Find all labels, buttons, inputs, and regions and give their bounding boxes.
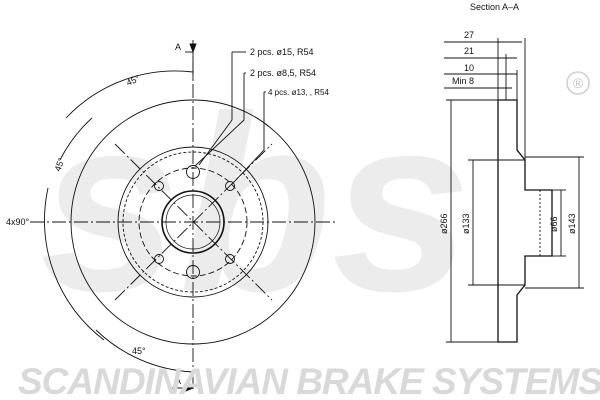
- section-arrow-top: [189, 43, 197, 54]
- center-bore: [161, 190, 225, 254]
- dim-width-21: 21: [464, 46, 474, 56]
- angle-arc-bottom: [95, 329, 194, 373]
- angle-label-left: 45°: [52, 156, 66, 173]
- dim-width-min8: Min 8: [452, 76, 474, 86]
- angle-label-grid: 4x90°: [6, 217, 30, 227]
- hole-8-5-upper-left: [154, 181, 164, 191]
- brand-footer: SCANDINAVIAN BRAKE SYSTEMS: [18, 361, 600, 400]
- hat-inner-edge: [122, 151, 264, 293]
- dim-diameter-133: ø133: [461, 213, 471, 234]
- center-bore-chamfer: [165, 194, 221, 250]
- hole-callout-15: 2 pcs. ø15, R54: [250, 47, 314, 57]
- watermark-logo: sbs: [40, 64, 471, 343]
- angle-arc-left: [59, 117, 93, 161]
- leader-holes-13: [233, 92, 265, 183]
- angle-arc-top: [65, 70, 194, 119]
- hole-15-bottom: [186, 265, 200, 279]
- dim-diameter-266: ø266: [439, 213, 449, 234]
- hole-callout-8-5: 2 pcs. ø8,5, R54: [250, 68, 316, 78]
- section-view: [444, 38, 584, 343]
- outer-disc-edge: [70, 99, 316, 345]
- angle-label-bottom: 45°: [132, 346, 146, 356]
- registered-mark: ®: [573, 75, 584, 91]
- front-view: [30, 40, 335, 392]
- dim-width-27: 27: [464, 30, 474, 40]
- hole-13-lower-left: [154, 254, 164, 264]
- section-mark-top: A: [175, 42, 181, 52]
- hole-callout-13: 4 pcs. ø13, , R54: [268, 88, 329, 97]
- registered-circle: [566, 71, 590, 95]
- hat-outer-edge: [117, 146, 269, 298]
- dim-width-10: 10: [464, 63, 474, 73]
- bolt-circle: [138, 167, 248, 277]
- hole-15-top: [186, 165, 200, 179]
- section-arrow-bottom: [185, 384, 195, 392]
- section-title: Section A–A: [470, 2, 519, 12]
- leader-holes-8-5: [194, 73, 245, 167]
- dim-diameter-143: ø143: [567, 213, 577, 234]
- section-mark-bottom: A: [175, 376, 181, 386]
- dim-diameter-66: ø66: [549, 216, 559, 232]
- hole-13-upper-right: [225, 181, 235, 191]
- hole-13-lower-right: [225, 254, 235, 264]
- angle-arc-grid: [44, 187, 105, 341]
- leader-holes-15: [198, 52, 233, 166]
